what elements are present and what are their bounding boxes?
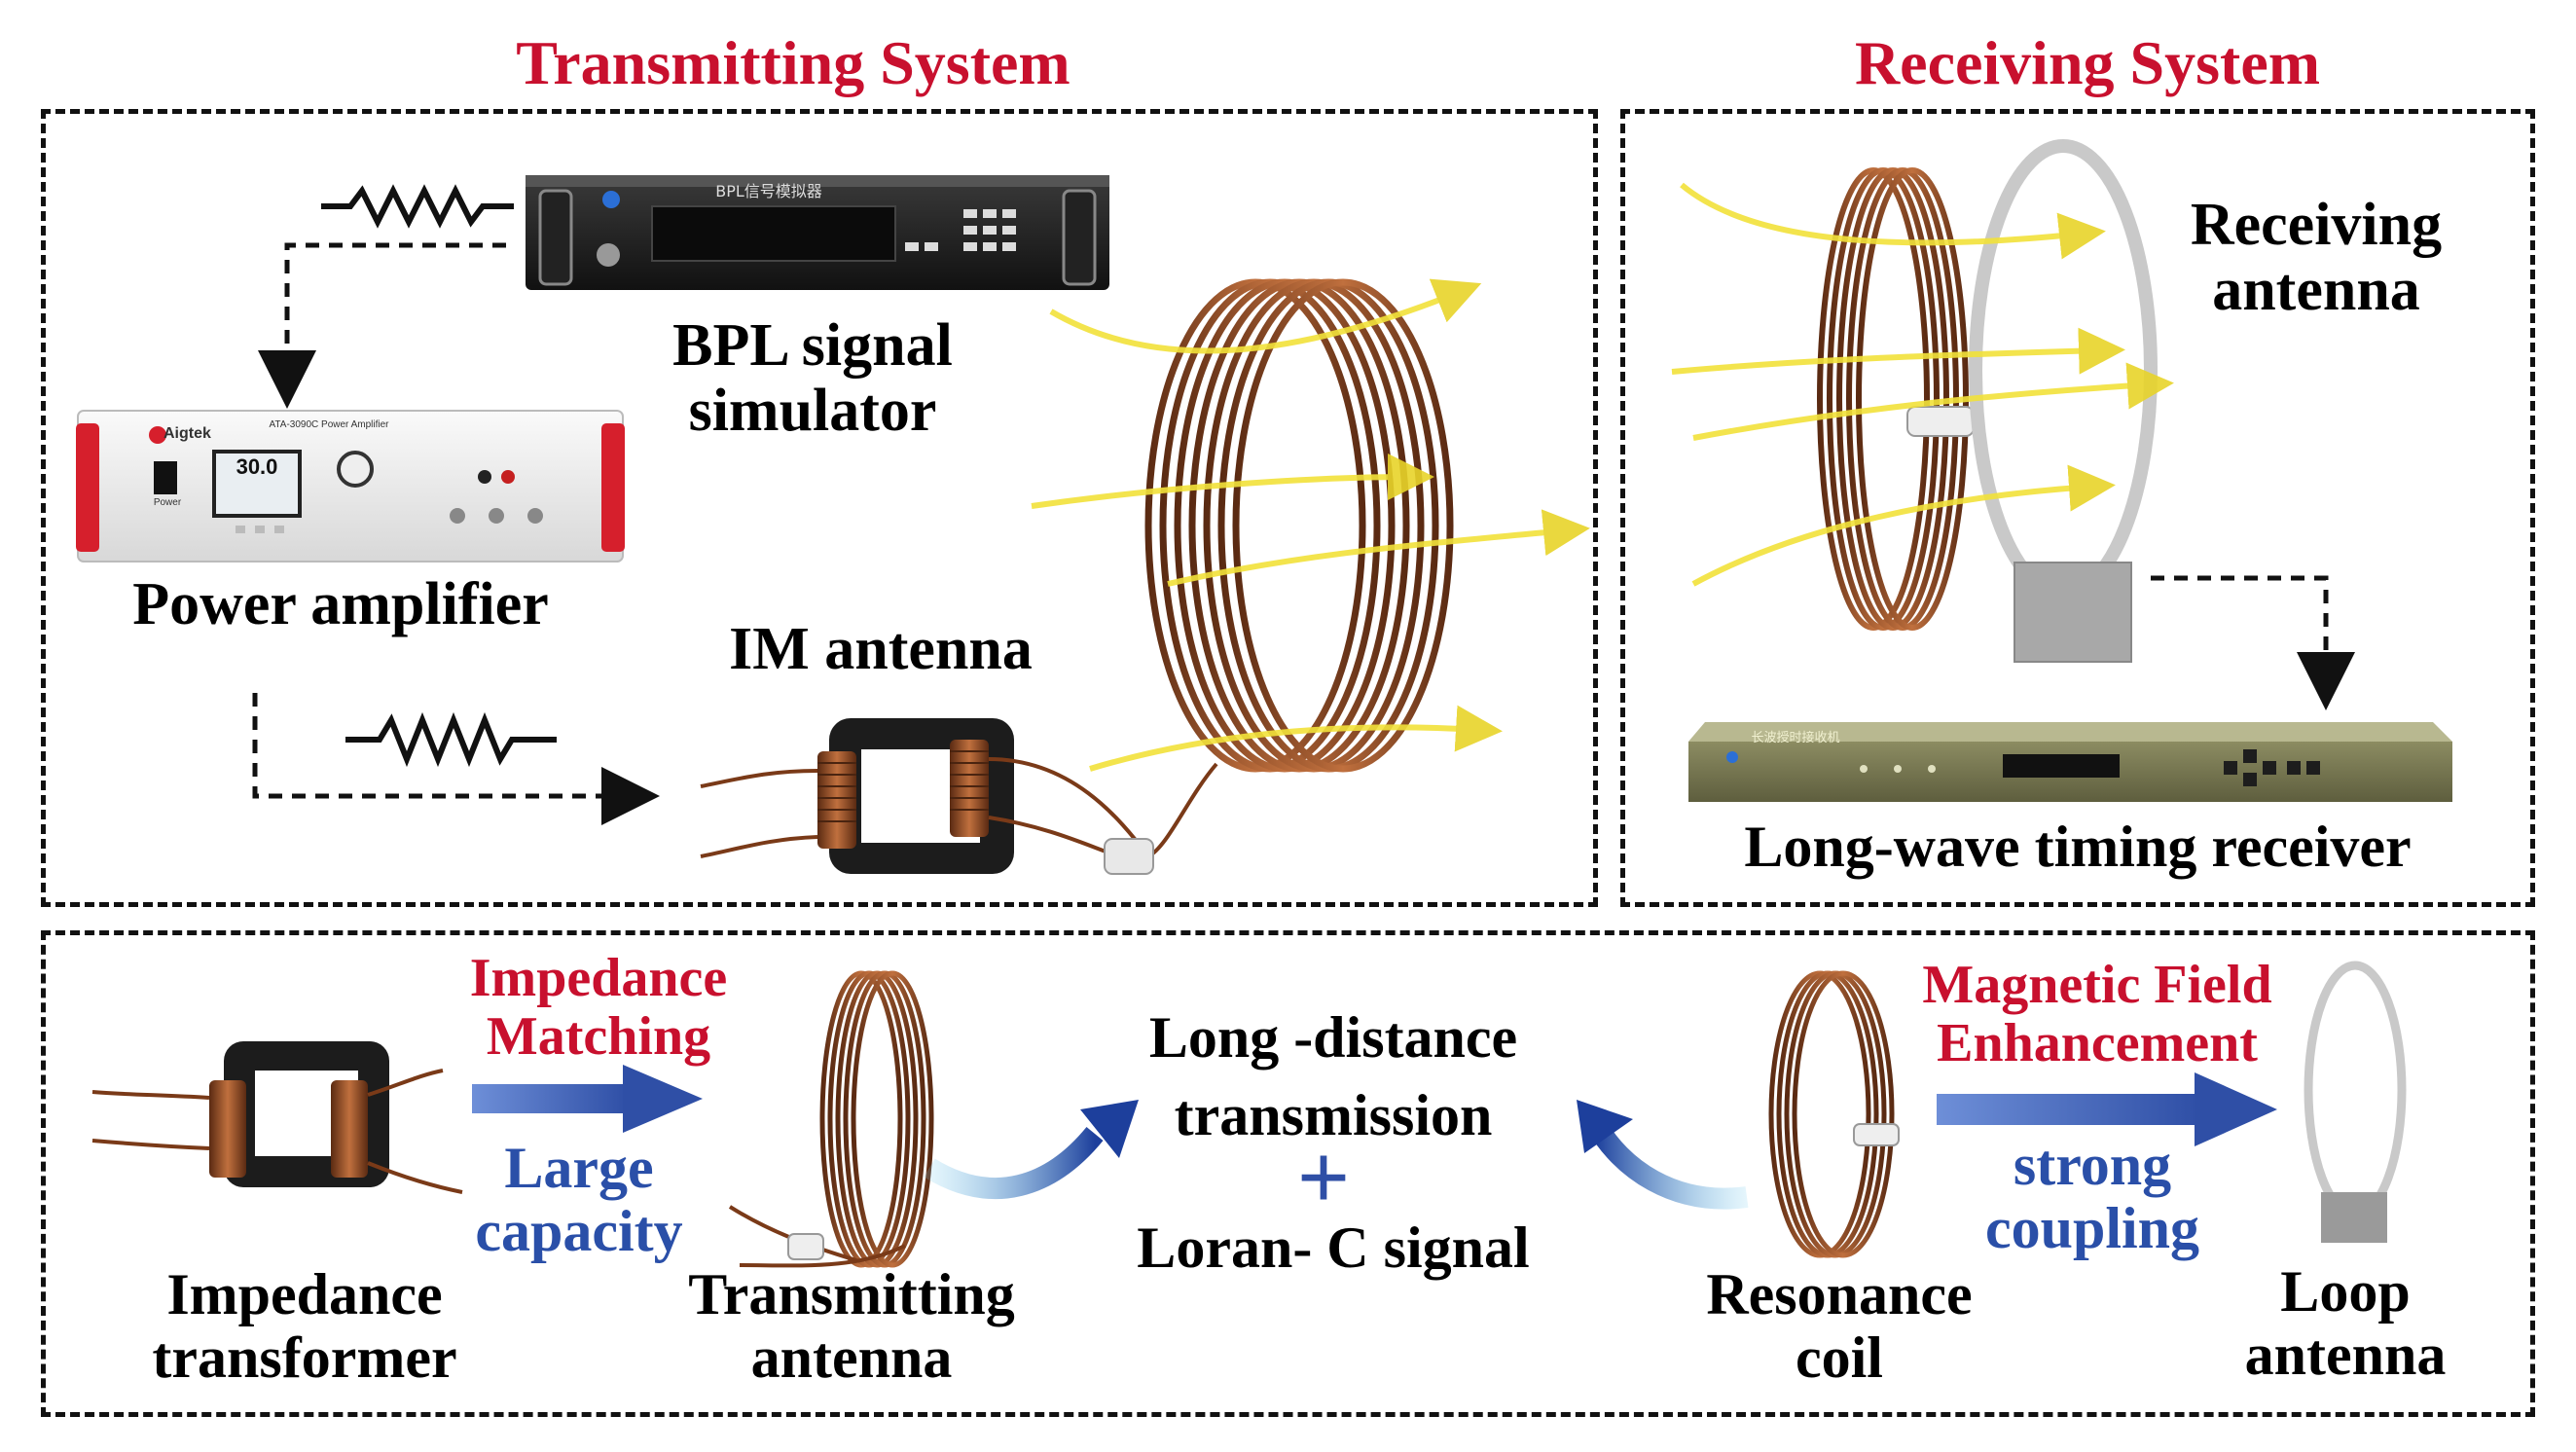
impedance-transformer-label: Impedance transformer xyxy=(115,1263,494,1390)
amp-brand-text: Aigtek xyxy=(163,425,211,442)
center-label-loran-c: Loran- C signal xyxy=(1137,1216,1530,1280)
receiving-system-title: Receiving System xyxy=(1854,28,2321,97)
loop-antenna-base-rx xyxy=(2014,562,2132,663)
strong-coupling-line2: coupling xyxy=(1984,1195,2200,1260)
bpl-simulator-device xyxy=(526,175,1109,290)
large-capacity-label: Large capacity xyxy=(433,1137,725,1263)
curved-arrow-left xyxy=(924,1126,1104,1199)
strong-coupling-label: strong coupling xyxy=(1946,1134,2238,1260)
transmitting-system-box xyxy=(41,109,1598,907)
amp-power-label: Power xyxy=(153,497,182,508)
magnetic-field-line2: Enhancement xyxy=(1937,1013,2258,1074)
transmitting-antenna-label: Transmitting antenna xyxy=(662,1263,1041,1390)
magnetic-field-enhancement-label: Magnetic Field Enhancement xyxy=(1883,956,2311,1073)
im-antenna-label: IM antenna xyxy=(729,616,1033,682)
receiving-system-box xyxy=(1620,109,2535,907)
bpl-simulator-label-line2: simulator xyxy=(688,377,937,444)
loop-antenna-small xyxy=(2304,961,2407,1219)
impedance-transformer-line2: transformer xyxy=(152,1325,457,1390)
bottom-process-box xyxy=(41,930,2535,1417)
signal-waveform-top xyxy=(321,184,514,229)
transmitting-system-title: Transmitting System xyxy=(516,28,1070,97)
bpl-simulator-label: BPL signal simulator xyxy=(623,313,1002,444)
transmitting-antenna-line1: Transmitting xyxy=(688,1262,1015,1326)
transmit-field-lines xyxy=(1031,278,1590,772)
amp-display-value: 30.0 xyxy=(236,454,278,479)
signal-waveform-bottom xyxy=(345,711,557,768)
amp-model-text: ATA-3090C Power Amplifier xyxy=(269,419,389,430)
resonance-coil-line2: coil xyxy=(1796,1325,1883,1390)
loop-antenna-label: Loop antenna xyxy=(2199,1260,2491,1387)
receiver-device-text: 长波授时接收机 xyxy=(1751,731,1840,745)
loop-antenna-small-base xyxy=(2321,1192,2387,1243)
receiving-antenna-label: Receiving antenna xyxy=(2151,193,2482,323)
loop-antenna-line2: antenna xyxy=(2244,1322,2447,1387)
center-plus-sign: + xyxy=(1296,1125,1351,1229)
impedance-matching-label: Impedance Matching xyxy=(443,949,754,1067)
long-wave-timing-receiver-label: Long-wave timing receiver xyxy=(1744,815,2412,879)
arrow-bpl-to-amplifier xyxy=(258,242,506,409)
transmitting-antenna-line2: antenna xyxy=(750,1325,953,1390)
impedance-matching-line1: Impedance xyxy=(469,948,728,1008)
strong-coupling-line1: strong xyxy=(2013,1133,2172,1197)
resonance-coil-line1: Resonance xyxy=(1706,1262,1973,1326)
resonance-coil-label: Resonance coil xyxy=(1674,1263,2005,1390)
center-label-transmission: transmission xyxy=(1174,1083,1493,1147)
arrow-loop-to-receiver xyxy=(2151,575,2355,710)
transmitting-coil xyxy=(1144,278,1454,773)
magnetic-field-line1: Magnetic Field xyxy=(1922,955,2272,1015)
loop-antenna-line1: Loop xyxy=(2280,1259,2411,1324)
impedance-matching-line2: Matching xyxy=(486,1006,711,1068)
resonance-coil-small xyxy=(1768,970,1895,1258)
power-amplifier-device xyxy=(76,410,625,563)
curved-arrow-right xyxy=(1586,1118,1749,1210)
impedance-transformer-image xyxy=(91,1041,463,1194)
bpl-device-screen-text: BPL信号模拟器 xyxy=(715,182,822,200)
receive-field-lines xyxy=(1671,182,2174,587)
arrow-amplifier-to-im-antenna xyxy=(252,693,660,825)
center-label-long-distance: Long -distance xyxy=(1148,1005,1518,1070)
bpl-simulator-label-line1: BPL signal xyxy=(672,312,953,379)
im-antenna-core xyxy=(700,718,1150,874)
large-capacity-line2: capacity xyxy=(475,1198,683,1263)
coil-capacitor xyxy=(1104,838,1154,875)
long-wave-timing-receiver-device xyxy=(1688,722,2452,802)
impedance-matching-arrow xyxy=(472,1065,703,1133)
magnetic-field-arrow xyxy=(1937,1072,2277,1146)
impedance-transformer-line1: Impedance xyxy=(166,1262,443,1326)
large-capacity-line1: Large xyxy=(504,1136,654,1200)
loop-antenna-rx xyxy=(1969,139,2158,600)
receiving-antenna-label-line1: Receiving xyxy=(2190,192,2443,258)
transmitting-antenna-coil-small xyxy=(819,970,934,1268)
power-amplifier-label: Power amplifier xyxy=(132,571,549,637)
receiving-antenna-label-line2: antenna xyxy=(2212,256,2420,323)
